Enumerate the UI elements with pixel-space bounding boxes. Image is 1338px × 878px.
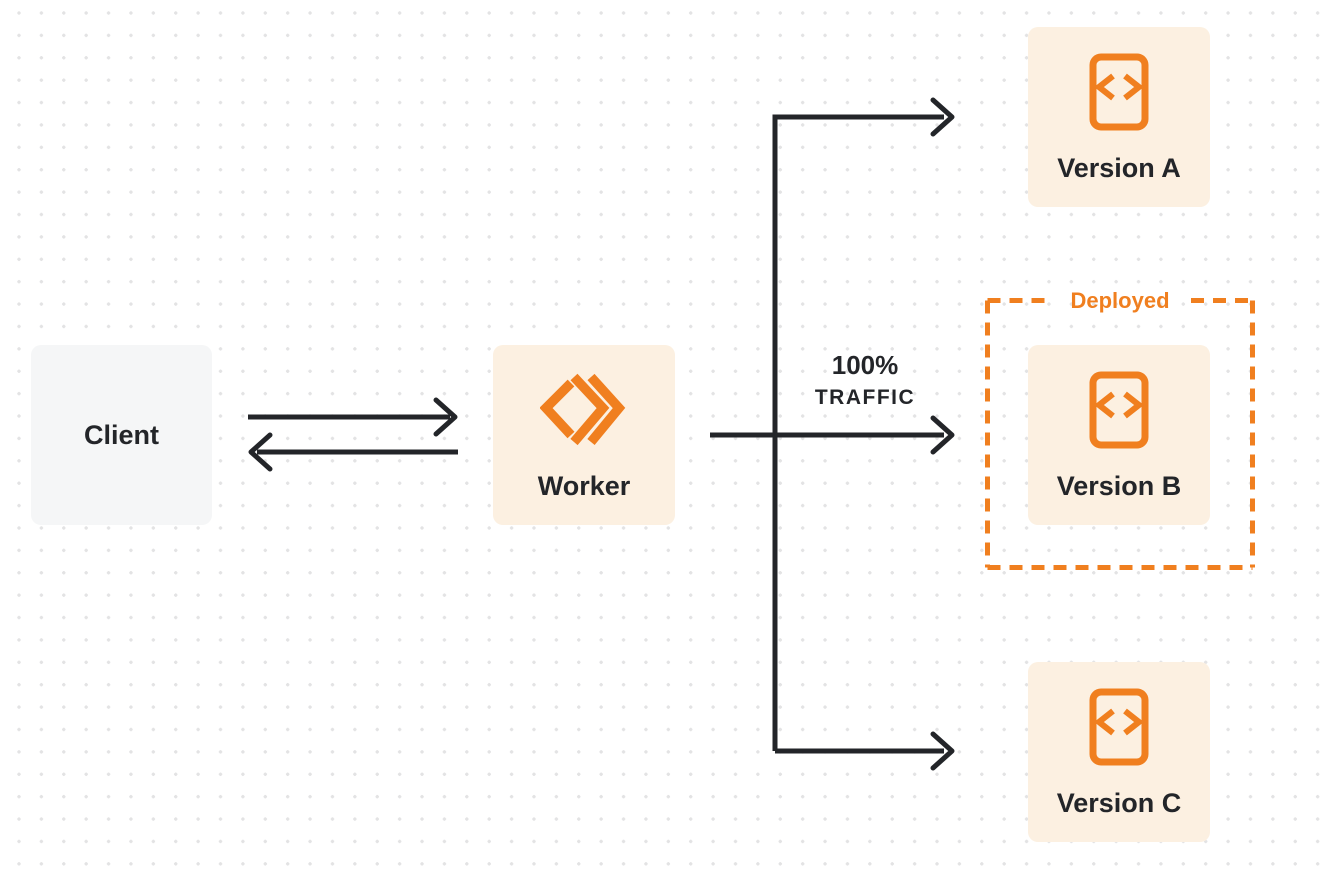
- arrow-worker-to-version-b-head: [930, 415, 955, 455]
- version-a-node: Version A: [1028, 27, 1210, 207]
- code-document-icon: [1089, 371, 1149, 449]
- deployed-label: Deployed: [1070, 287, 1170, 313]
- arrow-client-to-worker-head: [433, 397, 458, 437]
- version-a-label: Version A: [1057, 153, 1181, 183]
- worker-label: Worker: [537, 471, 631, 501]
- version-b-node: Version B: [1028, 345, 1210, 525]
- client-node: Client: [31, 345, 212, 525]
- traffic-edge-label: 100% TRAFFIC: [795, 352, 935, 408]
- version-c-label: Version C: [1056, 788, 1182, 818]
- arrow-worker-to-client-head: [248, 432, 273, 472]
- version-b-label: Version B: [1056, 471, 1182, 501]
- branch-line-to-version-a: [772, 114, 944, 751]
- arrow-to-version-a-head: [930, 97, 955, 137]
- arrow-to-version-c-head: [930, 731, 955, 771]
- traffic-percent-text: 100%: [831, 350, 899, 380]
- client-label: Client: [83, 419, 159, 450]
- cloudflare-workers-logo-icon: [540, 373, 626, 446]
- code-document-icon: [1089, 688, 1149, 766]
- version-c-node: Version C: [1028, 662, 1210, 842]
- worker-node: Worker: [493, 345, 675, 525]
- deployed-dashed-border: [985, 298, 1255, 570]
- traffic-word-text: TRAFFIC: [814, 386, 916, 409]
- code-document-icon: [1089, 53, 1149, 131]
- deployed-frame: Deployed: [985, 288, 1255, 570]
